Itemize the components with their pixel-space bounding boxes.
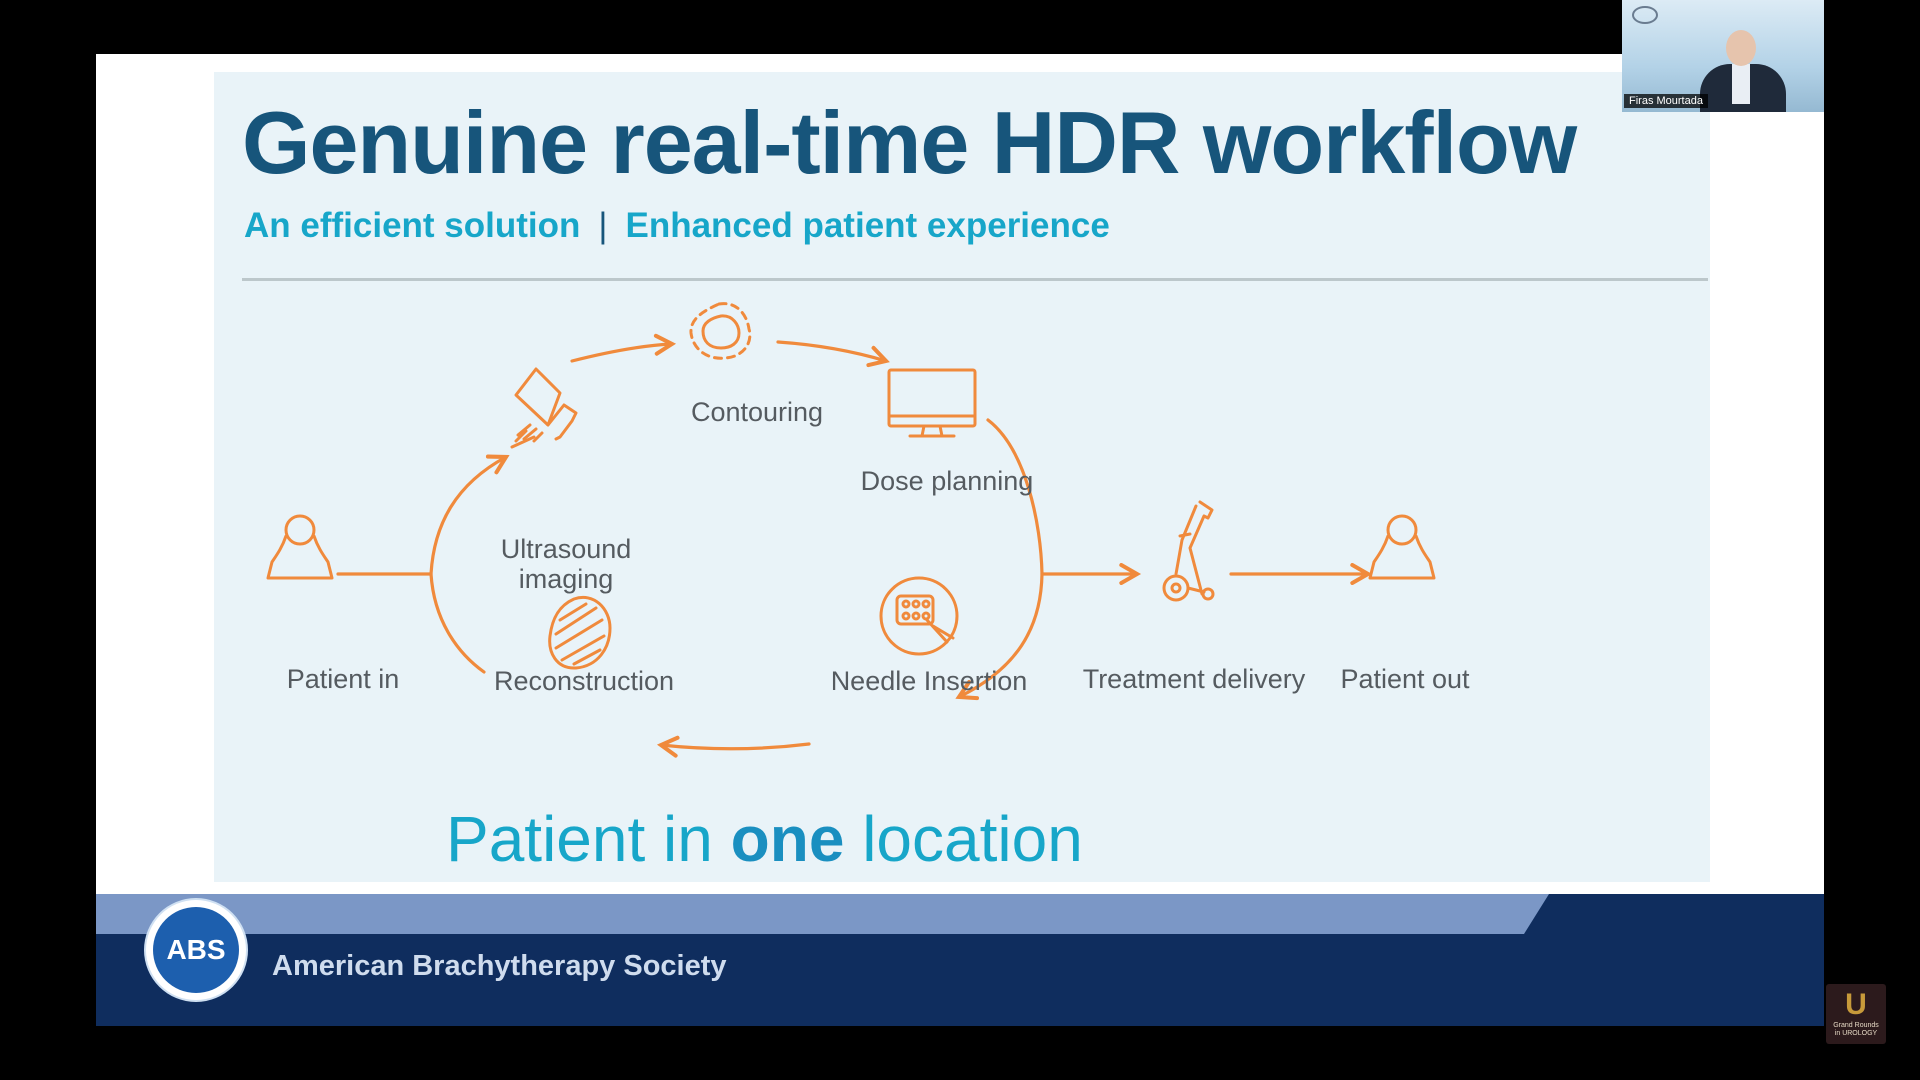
footer-accent-shape	[1524, 894, 1824, 934]
tagline-pre: Patient in	[446, 803, 731, 875]
slide-content-panel	[214, 72, 1710, 882]
label-patient-in: Patient in	[287, 664, 400, 694]
grand-rounds-logo-letter: U	[1845, 988, 1867, 1021]
society-name: American Brachytherapy Society	[272, 950, 727, 982]
subtitle-right: Enhanced patient experience	[625, 206, 1110, 245]
slide-tagline: Patient in one location	[446, 802, 1083, 876]
presentation-slide: Genuine real-time HDR workflow An effici…	[96, 54, 1824, 1026]
label-patient-out: Patient out	[1340, 664, 1470, 694]
participant-head	[1726, 30, 1756, 66]
arc-left-upper	[429, 454, 510, 576]
subtitle-separator: |	[598, 206, 608, 245]
label-ultrasound-line2: imaging	[519, 564, 614, 594]
treatment-afterloader-icon	[1162, 500, 1215, 602]
slide-footer: ABS American Brachytherapy Society	[96, 894, 1824, 1026]
participant-shirt	[1732, 64, 1750, 104]
grand-rounds-logo-line2: in UROLOGY	[1834, 1030, 1878, 1037]
abs-logo-text: ABS	[153, 907, 239, 993]
arc-right-upper	[986, 418, 1044, 576]
grand-rounds-logo: U Grand Rounds in UROLOGY	[1826, 984, 1886, 1044]
arrow-contouring-to-dose	[776, 340, 890, 368]
monitor-icon	[887, 368, 977, 438]
needle-template-icon	[879, 576, 959, 656]
grand-rounds-logo-text: Grand Rounds in UROLOGY	[1826, 1022, 1886, 1038]
abs-logo: ABS	[146, 900, 246, 1000]
label-reconstruction: Reconstruction	[494, 666, 674, 696]
slide-title: Genuine real-time HDR workflow	[242, 93, 1577, 192]
webcam-thumbnail[interactable]: Firas Mourtada	[1622, 0, 1824, 112]
patient-out-icon	[1368, 514, 1436, 580]
label-ultrasound-line1: Ultrasound	[501, 534, 632, 564]
label-treatment-delivery: Treatment delivery	[1083, 664, 1306, 694]
contouring-icon	[689, 302, 752, 360]
grand-rounds-logo-line1: Grand Rounds	[1833, 1022, 1879, 1029]
webcam-wall-logo-icon	[1632, 6, 1658, 24]
footer-dark-band	[96, 934, 1824, 1026]
tagline-bold: one	[730, 803, 845, 875]
workflow-diagram: Patient in Ultrasound imaging Contouring…	[266, 302, 1470, 758]
divider-rule	[242, 278, 1708, 281]
arrow-needle-to-reconstruction	[656, 735, 811, 758]
participant-name-label: Firas Mourtada	[1624, 94, 1708, 108]
arc-right-lower	[955, 572, 1044, 701]
label-dose-planning: Dose planning	[861, 466, 1034, 496]
tagline-post: location	[844, 803, 1083, 875]
label-contouring: Contouring	[691, 397, 823, 427]
patient-in-icon	[266, 514, 334, 580]
subtitle-left: An efficient solution	[244, 206, 581, 245]
arrow-ultrasound-to-contouring	[570, 333, 677, 363]
reconstruction-icon	[548, 595, 612, 670]
arc-left-lower	[429, 572, 486, 674]
label-needle-insertion: Needle Insertion	[831, 666, 1028, 696]
ultrasound-probe-icon	[510, 367, 578, 449]
slide-subtitle: An efficient solution | Enhanced patient e…	[244, 206, 1110, 246]
